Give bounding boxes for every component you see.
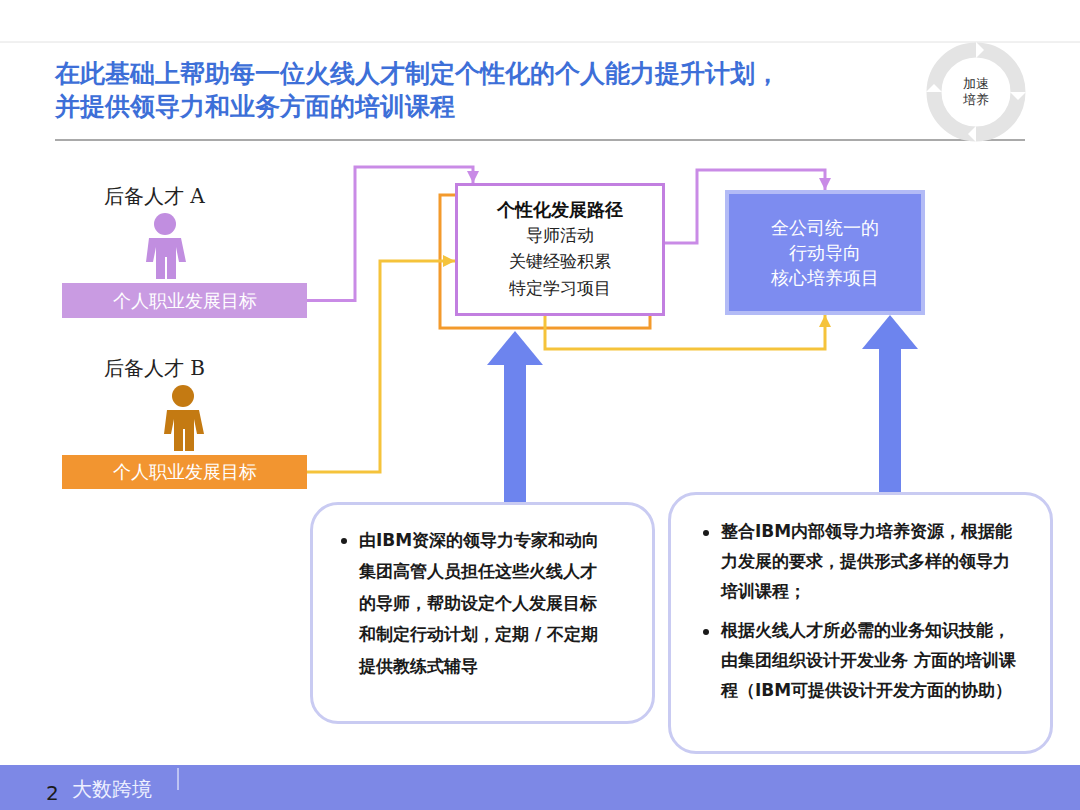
footer-divider [178,768,179,790]
cycle-ring [926,42,1026,142]
person-name: 后备人才 A [104,183,205,210]
person-body [164,410,204,451]
person-a [146,213,186,279]
connector [879,349,901,492]
person-head [154,213,176,235]
band-text: 个人职业发展目标 [113,289,257,313]
box-heading: 个性化发展路径 [497,198,623,222]
process-box: 个性化发展路径导师活动 关键经验积累 特定学习项目 [455,183,665,316]
page-number: 2 [46,781,59,805]
goal-band: 后备人才 B个人职业发展目标 [62,455,307,489]
connector [307,167,473,301]
box-body: 全公司统一的 行动导向 核心培养项目 [766,215,885,291]
ring-gaps [926,42,1026,142]
stage-badge: 加速 培养 [934,50,1018,134]
slide-title: 在此基础上帮助每一位火线人才制定个性化的个人能力提升计划，并提供领导力和业务方面… [55,58,795,123]
title-rule [55,140,1025,141]
person-head [172,385,194,407]
connector [504,365,526,502]
callout-box: 由IBM资深的领导力专家和动向集团高管人员担任这些火线人才的导师，帮助设定个人发… [310,502,655,724]
person-body [146,238,186,279]
box-body: 导师活动 关键经验积累 特定学习项目 [504,222,616,301]
watermark: 大数跨境 [72,776,152,803]
person-b [164,385,204,451]
callout-box: 整合IBM内部领导力培养资源，根据能力发展的要求，提供形式多样的领导力培训课程；… [668,492,1053,754]
connector [307,261,455,472]
bullet-text: 根据火线人才所必需的业务知识技能，由集团组织设计开发业务 方面的培训课程（IBM… [699,616,1026,705]
bullet-text: 整合IBM内部领导力培养资源，根据能力发展的要求，提供形式多样的领导力培训课程； [699,517,1026,606]
goal-band: 后备人才 A个人职业发展目标 [62,283,307,318]
process-box: 全公司统一的 行动导向 核心培养项目 [725,190,925,315]
band-text: 个人职业发展目标 [113,460,257,484]
bullet-text: 由IBM资深的领导力专家和动向集团高管人员担任这些火线人才的导师，帮助设定个人发… [337,525,606,682]
top-rule [0,42,1080,43]
footer-bar [0,765,1080,810]
person-name: 后备人才 B [104,355,205,382]
connector [545,315,825,349]
ring [934,50,1018,134]
badge-text: 加速 培养 [959,76,993,109]
